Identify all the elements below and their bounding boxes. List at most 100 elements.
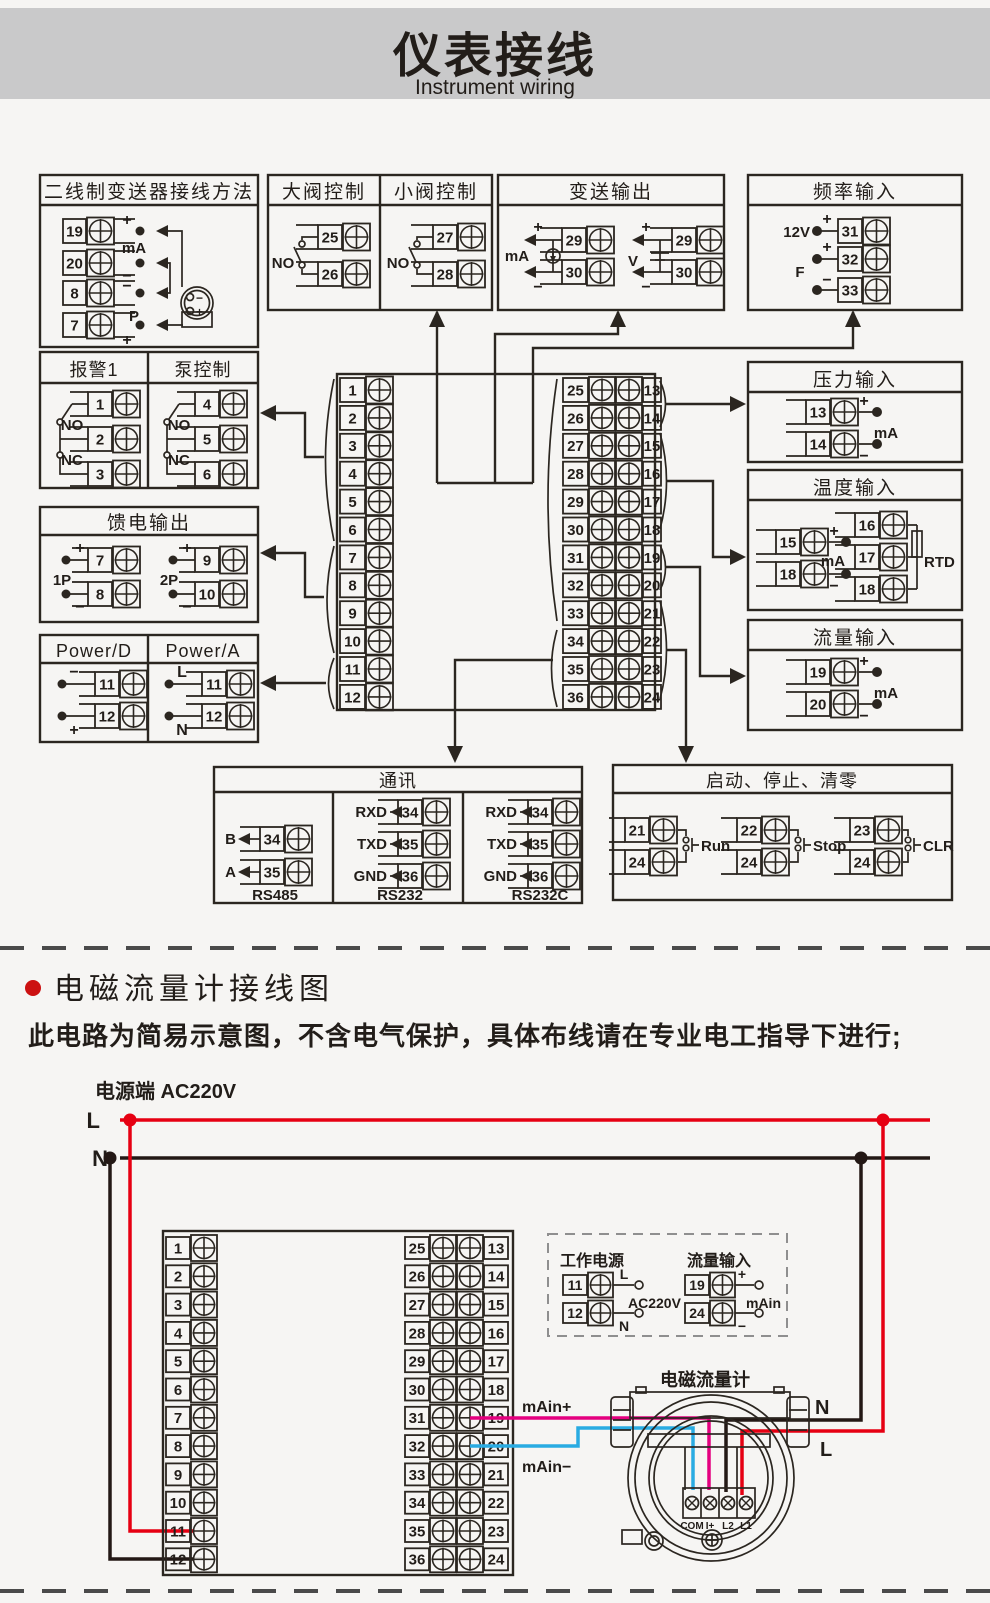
svg-text:+: + — [738, 1266, 746, 1282]
terminal-unit: 35 — [240, 857, 313, 887]
svg-text:20: 20 — [810, 696, 827, 713]
svg-text:mA: mA — [505, 248, 529, 265]
svg-text:Power/D: Power/D — [56, 641, 132, 661]
svg-text:RS232C: RS232C — [512, 887, 569, 904]
svg-text:27: 27 — [567, 438, 584, 455]
svg-text:−: − — [122, 268, 131, 285]
terminal-unit: 12 — [165, 1545, 218, 1574]
terminal-unit: 13 — [786, 397, 859, 427]
svg-text:33: 33 — [842, 282, 859, 299]
main-plus-label: mAin+ — [522, 1399, 571, 1416]
terminal-unit: 4 — [339, 459, 394, 489]
svg-text:20: 20 — [644, 578, 661, 595]
svg-text:3: 3 — [348, 438, 356, 455]
svg-text:22: 22 — [488, 1495, 505, 1512]
svg-text:6: 6 — [174, 1382, 182, 1399]
svg-text:10: 10 — [344, 634, 361, 651]
svg-text:18: 18 — [780, 566, 797, 583]
svg-text:N: N — [619, 1318, 629, 1334]
svg-text:14: 14 — [644, 410, 661, 427]
svg-text:+: + — [69, 722, 78, 739]
svg-text:9: 9 — [348, 606, 356, 623]
svg-text:RS485: RS485 — [252, 887, 298, 904]
svg-text:+: + — [533, 219, 542, 236]
terminal-unit: 18 — [835, 574, 908, 604]
svg-text:−: − — [822, 272, 831, 289]
svg-text:13: 13 — [644, 382, 661, 399]
svg-text:+: + — [822, 211, 831, 228]
title-banner: 仪表接线 Instrument wiring — [0, 8, 990, 99]
svg-text:35: 35 — [402, 836, 419, 853]
svg-text:10: 10 — [199, 586, 216, 603]
terminal-unit: 19 — [786, 657, 859, 687]
svg-text:+: + — [122, 212, 131, 229]
svg-text:mA: mA — [874, 685, 898, 702]
svg-text:大阀控制: 大阀控制 — [282, 181, 366, 203]
svg-text:18: 18 — [644, 522, 661, 539]
svg-text:15: 15 — [488, 1297, 505, 1314]
svg-text:19: 19 — [644, 550, 661, 567]
svg-text:馈电输出: 馈电输出 — [107, 512, 191, 534]
terminal-unit: 35 — [508, 829, 581, 859]
svg-text:23: 23 — [488, 1523, 505, 1540]
svg-text:2: 2 — [96, 431, 104, 448]
svg-text:12: 12 — [170, 1552, 187, 1569]
svg-text:Stop: Stop — [813, 838, 846, 855]
terminal-unit: 12 — [79, 701, 148, 731]
svg-text:7: 7 — [96, 552, 104, 569]
svg-text:RTD: RTD — [924, 554, 955, 571]
svg-text:2: 2 — [174, 1269, 182, 1286]
power-terminal-label: 电源端 AC220V — [95, 1080, 237, 1103]
svg-text:小阀控制: 小阀控制 — [394, 181, 478, 203]
terminal-unit: 34 — [378, 797, 451, 827]
terminal-unit: 27 — [411, 222, 486, 252]
svg-text:16: 16 — [488, 1325, 505, 1342]
svg-text:NO: NO — [168, 417, 191, 434]
svg-text:32: 32 — [567, 578, 584, 595]
svg-text:15: 15 — [780, 534, 797, 551]
svg-text:N: N — [176, 722, 188, 739]
terminal-unit: 28 16 — [404, 1319, 509, 1347]
svg-text:−: − — [859, 708, 868, 725]
svg-text:V: V — [628, 253, 638, 270]
svg-text:12: 12 — [206, 708, 223, 725]
terminal-unit: 24 — [721, 847, 790, 877]
svg-text:NC: NC — [61, 452, 83, 469]
svg-text:COM: COM — [680, 1521, 703, 1532]
svg-text:35: 35 — [264, 864, 281, 881]
terminal-unit: 4 — [165, 1319, 218, 1347]
terminal-unit: 35 — [378, 829, 451, 859]
terminal-unit: 12 — [339, 682, 394, 712]
svg-text:流量输入: 流量输入 — [813, 627, 897, 649]
svg-text:F: F — [795, 264, 804, 281]
svg-text:22: 22 — [644, 634, 661, 651]
svg-text:24: 24 — [629, 854, 646, 871]
terminal-unit: 11 — [165, 1517, 218, 1545]
svg-text:B: B — [225, 831, 236, 848]
terminal-unit: 9 — [179, 545, 248, 575]
svg-text:34: 34 — [567, 634, 584, 651]
terminal-unit: 19 — [62, 216, 135, 246]
terminal-unit: 8 — [165, 1432, 218, 1460]
svg-text:31: 31 — [842, 223, 859, 240]
svg-text:35: 35 — [567, 661, 584, 678]
terminal-unit: 21 — [609, 815, 678, 845]
svg-text:温度输入: 温度输入 — [813, 477, 897, 499]
terminal-unit: 10 — [179, 579, 248, 609]
terminal-unit: 3 — [70, 459, 141, 489]
svg-text:17: 17 — [859, 549, 876, 566]
svg-text:28: 28 — [409, 1325, 426, 1342]
